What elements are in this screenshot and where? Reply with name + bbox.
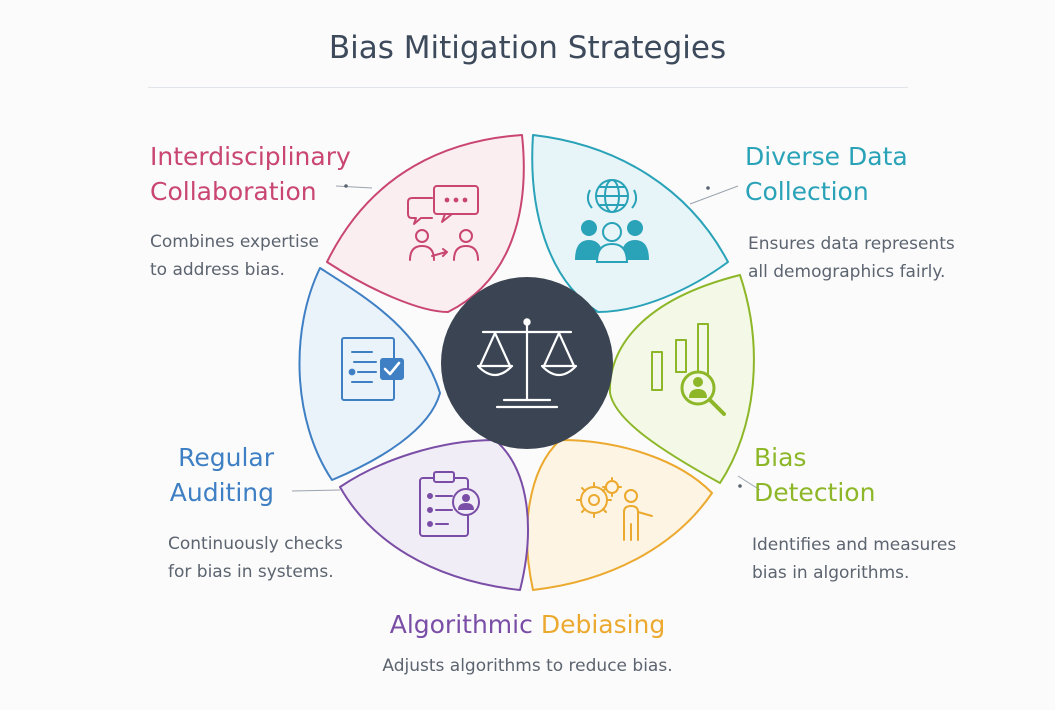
strategy-desc-data: Ensures data represents all demographics… — [748, 234, 955, 282]
strategy-title-data: Diverse Data Collection — [745, 142, 908, 206]
scales-of-justice-icon — [476, 318, 578, 409]
page-title: Bias Mitigation Strategies — [328, 30, 727, 66]
strategy-desc-auditing: Continuously checks for bias in systems. — [168, 534, 343, 582]
strategy-desc-collaboration: Combines expertise to address bias. — [150, 232, 320, 280]
title-divider — [148, 87, 908, 88]
segment-debiasing-right[interactable] — [526, 439, 713, 591]
segment-collaboration[interactable] — [326, 134, 525, 313]
chat-people-icon — [407, 185, 479, 261]
title-part-debiasing: Debiasing — [540, 610, 666, 639]
checklist-document-icon — [341, 337, 404, 401]
leader-line-auditing — [291, 489, 341, 492]
leader-line-data — [689, 185, 739, 205]
strategy-desc-debiasing: Adjusts algorithms to reduce bias. — [382, 656, 673, 676]
globe-people-icon — [575, 179, 649, 263]
leader-line-detection — [737, 475, 761, 491]
chart-magnifier-icon — [651, 323, 726, 416]
strategy-desc-detection: Identifies and measures bias in algorith… — [752, 535, 957, 583]
strategy-title-debiasing: Algorithmic Debiasing — [0, 608, 1055, 642]
strategy-title-auditing: Regular Auditing — [169, 443, 274, 507]
leader-line-collaboration — [335, 185, 373, 189]
title-part-algorithmic: Algorithmic — [389, 610, 533, 639]
strategy-title-collaboration: Interdisciplinary Collaboration — [150, 142, 351, 206]
segment-auditing[interactable] — [298, 267, 441, 481]
segment-debiasing-left[interactable] — [339, 439, 529, 591]
gear-person-icon — [576, 477, 653, 541]
strategy-title-detection: Bias Detection — [754, 443, 876, 507]
segment-detection[interactable] — [608, 274, 755, 484]
clipboard-person-icon — [419, 471, 480, 537]
